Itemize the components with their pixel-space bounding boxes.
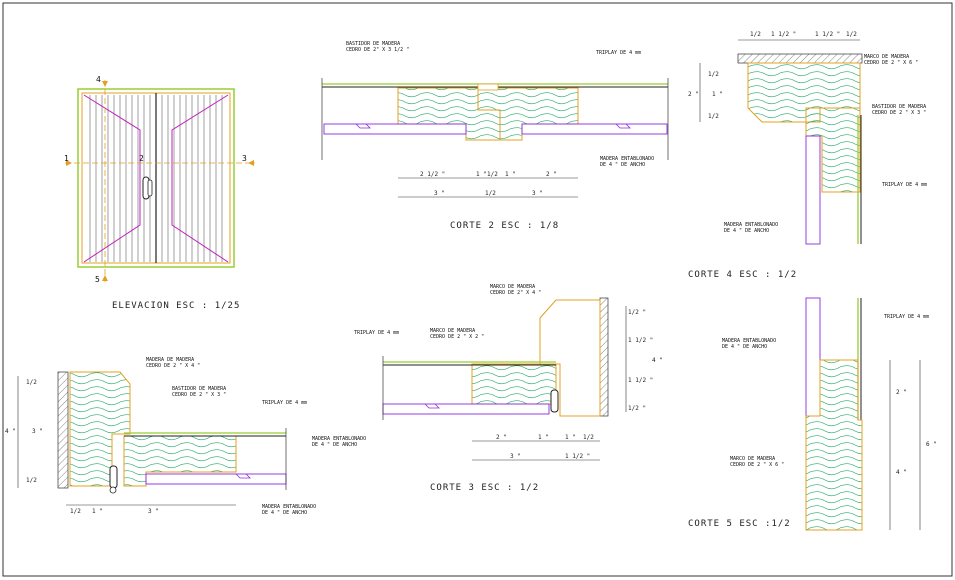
c3-b0: 3 "	[510, 453, 521, 460]
c4-marco-2: CEDRO DE 2 " X 6 "	[864, 60, 918, 66]
elevation-title: ELEVACION ESC : 1/25	[112, 301, 240, 311]
c2-title: CORTE 2 ESC : 1/8	[450, 221, 559, 231]
c1-b1: 1 "	[92, 508, 103, 515]
c1-b2: 3 "	[148, 508, 159, 515]
c1-l1: 3 "	[32, 428, 43, 435]
corte4-drawing	[699, 39, 863, 245]
c3-entablonado-1: MADERA ENTABLONADO	[312, 436, 366, 442]
corte3-drawing	[382, 297, 627, 461]
c4-top-2: 1 1/2 "	[815, 31, 840, 38]
c1-bastidor-1: BASTIDOR DE MADERA	[172, 386, 226, 392]
c3-marco-1: MARCO DE MADERA	[490, 284, 535, 290]
c5-entablonado-2: DE 4 " DE ANCHO	[722, 344, 767, 350]
c1-triplay: TRIPLAY DE 4 mm	[262, 400, 307, 406]
c3-bastidor-2: CEDRO DE 2 " X 2 "	[430, 334, 484, 340]
c2-entablonado-1: MADERA ENTABLONADO	[600, 156, 654, 162]
c4-title: CORTE 4 ESC : 1/2	[688, 270, 797, 280]
c4-side-3: 2 "	[688, 91, 699, 98]
c1-b0: 1/2	[70, 508, 81, 515]
c3-t1: 1 "	[538, 434, 549, 441]
c2-bastidor-1: BASTIDOR DE MADERA	[346, 41, 400, 47]
c3-t0: 2 "	[496, 434, 507, 441]
corte2-drawing	[321, 78, 669, 198]
c4-side-2: 1/2	[708, 113, 719, 120]
c3-r1: 1 1/2 "	[628, 337, 653, 344]
c1-l3: 1/2	[26, 477, 37, 484]
c4-side-0: 1/2	[708, 71, 719, 78]
c1-entablonado-1: MADERA ENTABLONADO	[262, 504, 316, 510]
c5-d0: 2 "	[896, 389, 907, 396]
c4-bastidor-2: CEDRO DE 2 " X 3 "	[872, 110, 926, 116]
c1-bastidor-2: CEDRO DE 2 " X 3 "	[172, 392, 226, 398]
c2-dim-t1: 1 "	[476, 171, 487, 178]
c2-dim-b0: 3 "	[434, 190, 445, 197]
c4-marco-1: MARCO DE MADERA	[864, 54, 909, 60]
c2-dim-b2: 3 "	[532, 190, 543, 197]
c2-dim-t3: 1 "	[505, 171, 516, 178]
c1-entablonado-2: DE 4 " DE ANCHO	[262, 510, 307, 516]
c1-marco-2: CEDRO DE 2 " X 4 "	[146, 363, 200, 369]
c3-r0: 1/2 "	[628, 309, 646, 316]
c2-triplay: TRIPLAY DE 4 mm	[596, 50, 641, 56]
c4-top-1: 1 1/2 "	[771, 31, 796, 38]
c3-t3: 1/2	[583, 434, 594, 441]
corte5-drawing	[805, 297, 921, 531]
c2-entablonado-2: DE 4 " DE ANCHO	[600, 162, 645, 168]
c4-triplay: TRIPLAY DE 4 mm	[882, 182, 927, 188]
c5-d2: 6 "	[926, 441, 937, 448]
elevation-view	[65, 80, 255, 282]
c3-t2: 1 "	[565, 434, 576, 441]
mark-2: 2	[139, 154, 144, 163]
c5-marco-1: MARCO DE MADERA	[730, 456, 775, 462]
c3-entablonado-2: DE 4 " DE ANCHO	[312, 442, 357, 448]
c2-dim-t4: 2 "	[546, 171, 557, 178]
c1-l2: 4 "	[5, 428, 16, 435]
c1-marco-1: MADERA DE MADERA	[146, 357, 194, 363]
c4-top-0: 1/2	[750, 31, 761, 38]
c4-bastidor-1: BASTIDOR DE MADERA	[872, 104, 926, 110]
mark-4: 4	[96, 75, 101, 84]
mark-3: 3	[242, 154, 247, 163]
c5-d1: 4 "	[896, 469, 907, 476]
corte1-drawing	[17, 371, 287, 506]
c5-entablonado-1: MADERA ENTABLONADO	[722, 338, 776, 344]
c3-b1: 1 1/2 "	[565, 453, 590, 460]
c4-side-1: 1 "	[712, 91, 723, 98]
c4-top-3: 1/2	[846, 31, 857, 38]
c1-l0: 1/2	[26, 379, 37, 386]
c4-entablonado-2: DE 4 " DE ANCHO	[724, 228, 769, 234]
c3-r3: 1/2 "	[628, 405, 646, 412]
c3-marco-2: CEDRO DE 2" X 4 "	[490, 290, 541, 296]
c3-r2: 1 1/2 "	[628, 377, 653, 384]
c3-triplay: TRIPLAY DE 4 mm	[354, 330, 399, 336]
mark-5: 5	[95, 275, 100, 284]
c2-dim-b1: 1/2	[485, 190, 496, 197]
c5-triplay: TRIPLAY DE 4 mm	[884, 314, 929, 320]
c4-entablonado-1: MADERA ENTABLONADO	[724, 222, 778, 228]
c3-title: CORTE 3 ESC : 1/2	[430, 483, 539, 493]
c3-r4: 4 "	[652, 357, 663, 364]
c2-dim-t0: 2 1/2 "	[420, 171, 445, 178]
c5-title: CORTE 5 ESC :1/2	[688, 519, 791, 529]
c5-marco-2: CEDRO DE 2 " X 6 "	[730, 462, 784, 468]
c2-dim-t2: 1/2	[487, 171, 498, 178]
c2-bastidor-2: CEDRO DE 2" X 3 1/2 "	[346, 47, 409, 53]
c3-bastidor-1: MARCO DE MADERA	[430, 328, 475, 334]
mark-1: 1	[64, 154, 69, 163]
